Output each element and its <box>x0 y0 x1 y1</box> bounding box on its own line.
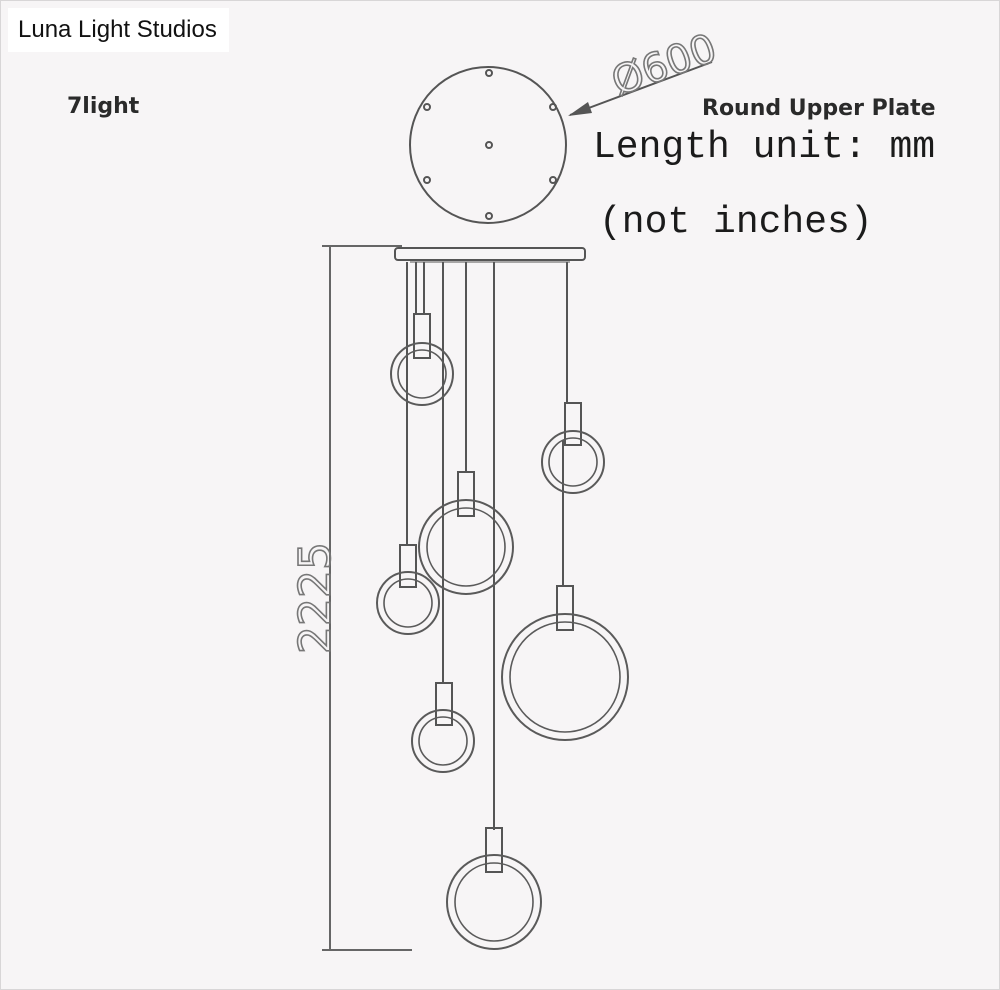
ceiling-plate-side <box>394 247 586 263</box>
length-unit-note: Length unit: mm <box>593 126 936 169</box>
upper-plate-top-view <box>409 66 567 224</box>
pendant-ring <box>541 402 605 494</box>
pendant-ring <box>418 471 514 595</box>
pendant-ring <box>411 682 475 773</box>
diameter-leader: Ø600 <box>568 24 724 116</box>
pendant-ring <box>446 827 542 950</box>
suspension-cables <box>406 262 568 830</box>
diameter-label: Ø600 <box>606 25 723 105</box>
brand-label: Luna Light Studios <box>8 8 229 52</box>
pendant-ring <box>501 585 629 741</box>
light-count-label: 7light <box>67 94 140 119</box>
pendant-ring <box>376 544 440 635</box>
not-inches-note: (not inches) <box>599 201 873 244</box>
pendant-ring <box>390 313 454 406</box>
round-upper-plate-label: Round Upper Plate <box>702 96 936 121</box>
height-label: 2225 <box>290 542 341 654</box>
height-dimension: 2225 <box>289 245 412 951</box>
